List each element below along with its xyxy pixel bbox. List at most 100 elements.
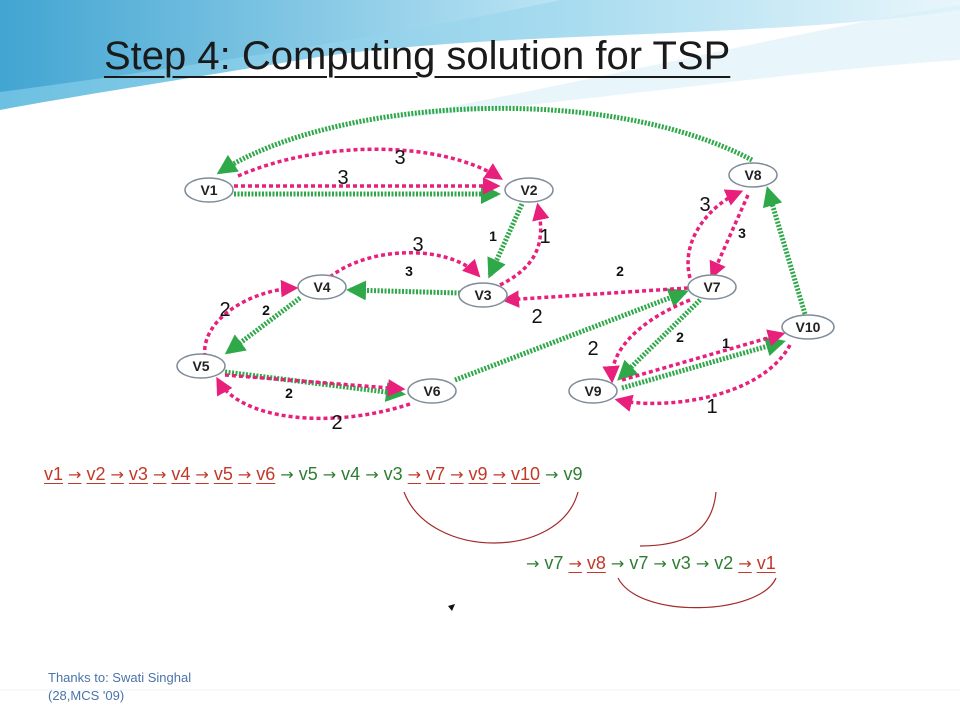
arrow-right-icon: →	[110, 465, 124, 484]
svg-text:V10: V10	[796, 319, 821, 335]
weight-label: 2	[676, 329, 684, 345]
svg-text:V1: V1	[200, 182, 217, 198]
walk-edge-v9-v10	[621, 329, 786, 382]
sequence-vertex: v1	[44, 464, 64, 484]
weight-label: 2	[531, 306, 542, 328]
sequence-vertex: v4	[171, 464, 191, 484]
arrow-right-icon: →	[526, 554, 540, 573]
walk-edge-v5-v6	[224, 373, 406, 397]
walk-edge-v8-v7	[709, 194, 750, 280]
tree-edge-v4-v5	[224, 296, 302, 355]
walk-edge-v1-v2-top	[237, 147, 503, 180]
svg-text:V9: V9	[584, 383, 601, 399]
svg-text:V2: V2	[520, 182, 537, 198]
arrow-right-icon: →	[237, 465, 252, 484]
svg-text:V7: V7	[703, 279, 720, 295]
node-v5: V5	[176, 353, 226, 379]
weight-label: 3	[412, 234, 423, 256]
sequence-vertex: v2	[714, 553, 734, 573]
node-v4: V4	[297, 274, 347, 300]
weight-label: 2	[219, 299, 230, 321]
sequence-vertex: v7	[544, 553, 564, 573]
node-v7: V7	[687, 274, 737, 300]
sequence-vertex: v3	[671, 553, 691, 573]
walk-edge-v4-v3	[328, 251, 481, 279]
walk-edges	[203, 147, 792, 421]
tree-edge-v10-v8	[762, 186, 808, 315]
walk-edge-v3-v2	[499, 202, 550, 287]
weight-label: 1	[489, 228, 497, 244]
weight-label: 2	[587, 338, 598, 360]
node-v3: V3	[458, 282, 508, 308]
tree-edge-v2-v3	[487, 202, 525, 279]
graph-nodes: V1 V2 V3 V4 V5 V6 V7 V8 V9 V10	[176, 162, 835, 404]
arrow-right-icon: →	[152, 465, 167, 484]
svg-text:V5: V5	[192, 358, 209, 374]
tree-edges	[216, 105, 808, 402]
sequence-vertex: v5	[213, 464, 233, 484]
arrow-right-icon: →	[492, 465, 506, 484]
tree-edge-v3-v4	[346, 280, 461, 301]
sequence-vertex: v3	[383, 464, 403, 484]
tree-edge-v9-v10	[621, 336, 786, 391]
arrow-right-icon: →	[68, 465, 82, 484]
weight-label: 2	[262, 302, 270, 318]
walk-sequence-line-2: → v7 → v8 → v7 → v3 → v2 → v1	[526, 553, 776, 574]
walk-edge-v6-v5	[216, 376, 411, 421]
walk-edge-v5-v4	[203, 279, 299, 358]
arrow-right-icon: →	[365, 465, 379, 484]
arrow-right-icon: →	[322, 465, 337, 484]
sequence-vertex: v6	[256, 464, 276, 484]
arrow-right-icon: →	[407, 465, 422, 484]
arrow-right-icon: →	[738, 554, 752, 573]
weight-label: 2	[616, 263, 624, 279]
arrow-right-icon: →	[450, 465, 464, 484]
arrow-right-icon: →	[545, 465, 559, 484]
walk-edge-v7-v9	[602, 298, 691, 384]
tree-edge-v7-v9	[617, 298, 702, 381]
credit-line-1: Thanks to: Swati Singhal	[48, 670, 192, 685]
node-v1: V1	[184, 177, 234, 203]
sequence-vertex: v8	[586, 553, 606, 573]
weight-label: 3	[337, 167, 348, 189]
weight-label: 3	[699, 194, 710, 216]
weight-label: 2	[285, 385, 293, 401]
sequence-vertex: v10	[510, 464, 541, 484]
sequence-vertex: v5	[298, 464, 318, 484]
svg-text:V8: V8	[744, 167, 761, 183]
credit-note: Thanks to: Swati Singhal (28,MCS '09)	[48, 669, 191, 705]
svg-text:V3: V3	[474, 287, 491, 303]
edge-weight-labels: 3 3 1 1 3 3 2 2 2 2 2 2 3 3 2 2 1 1	[219, 147, 746, 434]
svg-text:V6: V6	[423, 383, 440, 399]
weight-label: 2	[331, 412, 342, 434]
sequence-vertex: v2	[86, 464, 106, 484]
weight-label: 1	[722, 335, 730, 351]
tree-edge-v6-v7	[454, 288, 689, 383]
arrow-right-icon: →	[695, 554, 710, 573]
arrow-right-icon: →	[195, 465, 209, 484]
walk-edge-v7-v3	[501, 286, 689, 308]
slide-title: Step 4: Computing solution for TSP	[104, 34, 731, 78]
credit-line-2: (28,MCS '09)	[48, 688, 125, 703]
weight-label: 3	[394, 147, 405, 169]
arrow-right-icon: →	[568, 554, 582, 573]
tree-edge-v5-v6	[224, 369, 406, 402]
walk-sequence-line-1: v1 → v2 → v3 → v4 → v5 → v6 → v5 → v4 → …	[44, 464, 582, 485]
weight-label: 1	[706, 396, 717, 418]
walk-edge-v7-v8	[686, 189, 744, 279]
arrow-right-icon: →	[653, 554, 667, 573]
walk-sequence-box: v1 → v2 → v3 → v4 → v5 → v6 → v5 → v4 → …	[32, 456, 878, 610]
node-v6: V6	[407, 378, 457, 404]
svg-text:V4: V4	[313, 279, 330, 295]
arrow-right-icon: →	[280, 465, 294, 484]
sequence-vertex: v4	[341, 464, 361, 484]
tree-edge-v8-v1	[216, 105, 754, 175]
walk-edge-v10-v9	[614, 344, 792, 412]
sequence-vertex: v1	[756, 553, 776, 573]
node-v8: V8	[728, 162, 778, 188]
weight-label: 3	[738, 225, 746, 241]
node-v9: V9	[568, 378, 618, 404]
arrow-right-icon: →	[610, 554, 625, 573]
